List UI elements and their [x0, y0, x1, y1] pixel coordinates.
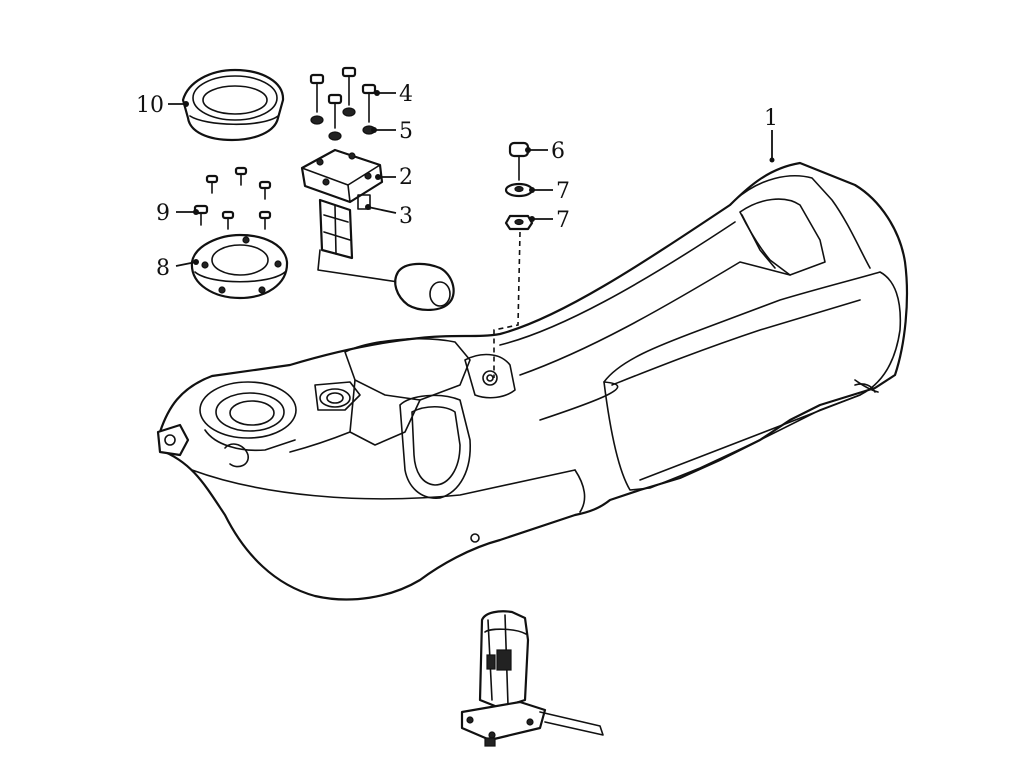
seal-ring	[181, 68, 285, 142]
fuel-pump-assembly	[460, 610, 604, 747]
sender-bolts	[309, 66, 377, 129]
screw-5	[221, 210, 235, 230]
tank-mount-bolt	[508, 141, 530, 181]
screw-3	[258, 180, 272, 200]
callout-9: 9	[156, 201, 170, 226]
bolt-d	[327, 93, 343, 129]
screw-2	[234, 166, 248, 186]
screw-1	[205, 174, 219, 194]
tank-mount-washer	[504, 182, 534, 198]
fuel-level-sender	[300, 148, 455, 311]
fuel-tank	[156, 161, 909, 601]
sender-washers	[310, 107, 376, 141]
callout-3: 3	[399, 204, 413, 229]
retaining-ring	[190, 233, 289, 300]
leader-lines	[168, 90, 775, 267]
pump-screws	[193, 166, 272, 230]
screw-4	[193, 204, 209, 226]
bolt-b	[341, 66, 357, 106]
callout-1: 1	[764, 106, 778, 131]
callout-2: 2	[399, 165, 413, 190]
mounting-axis-line	[493, 231, 521, 378]
callout-7-upper: 7	[556, 179, 570, 204]
bolt-a	[309, 73, 325, 113]
screw-6	[258, 210, 272, 230]
bolt-c	[361, 83, 377, 123]
callout-4: 4	[399, 82, 413, 107]
callout-8: 8	[156, 256, 170, 281]
callout-6: 6	[551, 139, 565, 164]
callouts: 1 2 3 4 5 6 7 7 8 9 10	[136, 82, 778, 281]
tank-mount-nut	[504, 214, 534, 231]
callout-5: 5	[399, 119, 413, 144]
callout-7-lower: 7	[556, 208, 570, 233]
callout-10: 10	[136, 93, 164, 118]
